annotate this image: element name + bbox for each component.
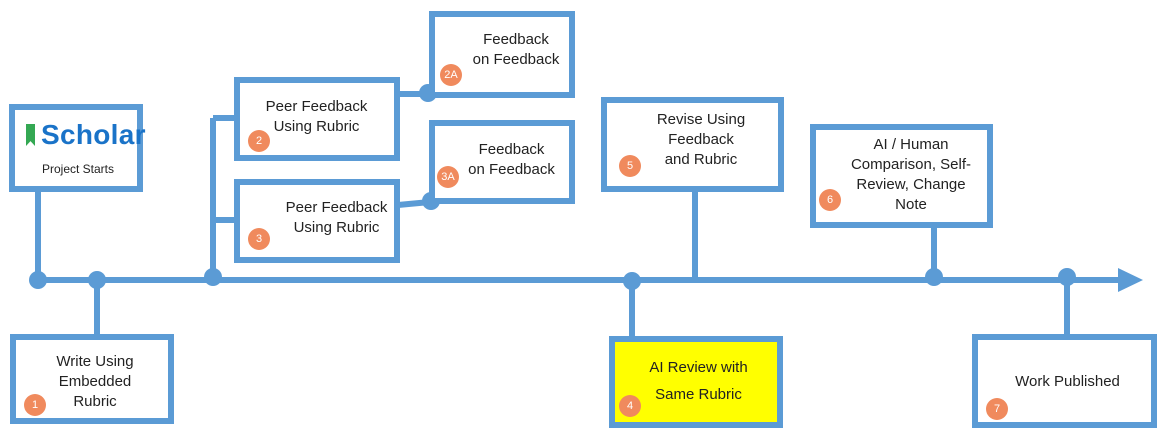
step-3a-box xyxy=(429,120,575,204)
step-5-badge: 5 xyxy=(619,155,641,177)
timeline-arrowhead xyxy=(1118,268,1143,292)
step-3a-label: Feedback on Feedback xyxy=(468,141,555,178)
step-3a-badge: 3A xyxy=(437,166,459,188)
step-5-label: Revise Using Feedback and Rubric xyxy=(656,111,746,168)
scholar-logo: Scholar xyxy=(26,119,146,150)
step-3-label: Peer Feedback Using Rubric xyxy=(285,199,388,236)
step-3-badge: 3 xyxy=(248,228,270,250)
step-2-badge: 2 xyxy=(248,130,270,152)
step-7-label: Work Published xyxy=(1015,373,1120,390)
step-2-box xyxy=(234,77,400,161)
step-1-badge: 1 xyxy=(24,394,46,416)
step-6-badge: 6 xyxy=(819,189,841,211)
project-starts-label: Project Starts xyxy=(41,162,115,176)
step-6-box xyxy=(810,124,993,228)
step-2-label: Peer Feedback Using Rubric xyxy=(265,98,368,135)
timeline-node xyxy=(623,272,641,290)
step-4-box xyxy=(609,336,783,428)
logo-text: Scholar xyxy=(41,119,146,150)
timeline-node xyxy=(29,271,47,289)
step-7-badge: 7 xyxy=(986,398,1008,420)
timeline-node xyxy=(204,268,222,286)
step-2a-badge: 2A xyxy=(440,64,462,86)
project-start-box xyxy=(9,104,143,192)
step-2a-label: Feedback on Feedback xyxy=(472,31,560,68)
timeline-node xyxy=(88,271,106,289)
step-6-label: AI / Human Comparison, Self- Review, Cha… xyxy=(850,136,972,213)
bookmark-icon xyxy=(26,124,35,146)
timeline-node xyxy=(925,268,943,286)
timeline-node xyxy=(1058,268,1076,286)
step-1-label: Write Using Embedded Rubric xyxy=(56,353,134,410)
step-4-badge: 4 xyxy=(619,395,641,417)
step-4-label: AI Review with Same Rubric xyxy=(649,359,748,403)
